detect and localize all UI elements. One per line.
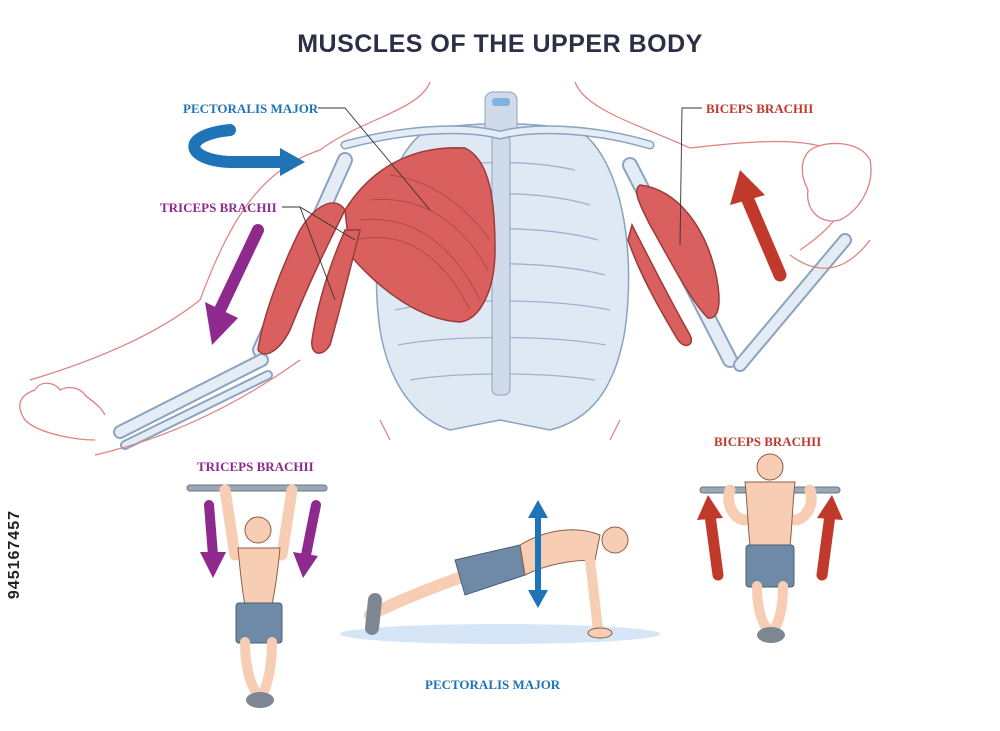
label-pectoralis-major-top: PECTORALIS MAJOR <box>183 101 318 117</box>
label-biceps-brachii-top: BICEPS BRACHII <box>706 101 813 117</box>
pullup-figure-biceps <box>697 454 843 643</box>
label-biceps-brachii-bottom: BICEPS BRACHII <box>714 434 821 450</box>
left-hand <box>20 383 105 440</box>
pectoralis-rotation-arrow <box>194 130 285 162</box>
label-pectoralis-major-bottom: PECTORALIS MAJOR <box>425 677 560 693</box>
right-fist <box>802 143 871 221</box>
pullup-figure-triceps <box>187 485 327 708</box>
pushup-figure-pectoralis <box>340 500 660 644</box>
biceps-brachii-muscle <box>637 185 719 318</box>
label-triceps-brachii-top: TRICEPS BRACHII <box>160 200 277 216</box>
pectoralis-major-muscle <box>345 148 495 322</box>
triceps-down-arrow <box>220 230 258 310</box>
biceps-up-arrow <box>748 200 780 275</box>
page-title: MUSCLES OF THE UPPER BODY <box>0 30 1000 59</box>
image-id: 945167457 <box>6 510 24 599</box>
label-triceps-brachii-bottom: TRICEPS BRACHII <box>197 459 314 475</box>
